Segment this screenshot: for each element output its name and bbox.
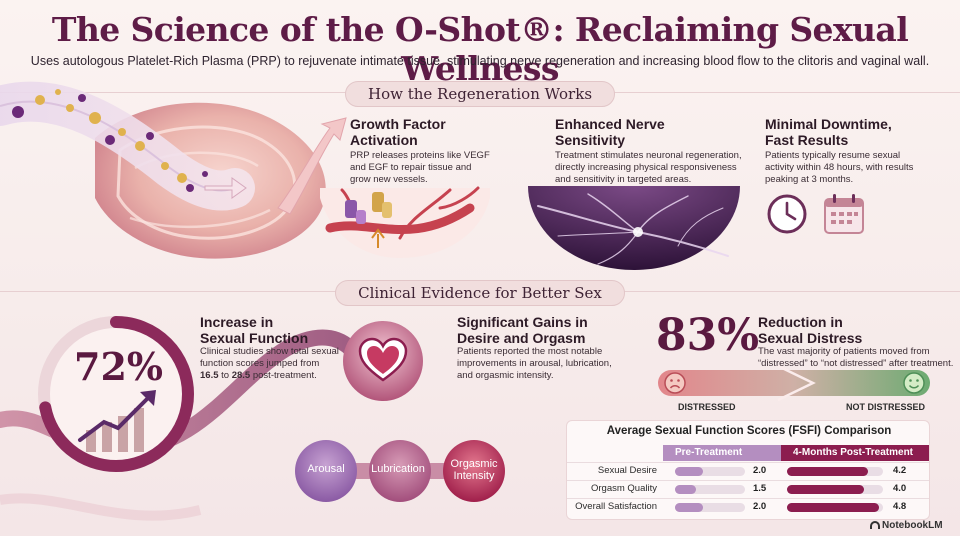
function-score-to: 28.5 <box>231 370 251 381</box>
calendar-icon <box>824 194 864 234</box>
evidence-heading: Clinical Evidence for Better Sex <box>335 280 625 306</box>
regeneration-heading: How the Regeneration Works <box>344 81 616 107</box>
distressed-label: DISTRESSED <box>678 402 736 412</box>
prp-tissue-illustration <box>0 81 490 259</box>
nerve-body-line2: directly increasing physical responsiven… <box>555 162 737 173</box>
not-distressed-label: NOT DISTRESSED <box>846 402 926 412</box>
fsfi-row-label: Orgasm Quality <box>591 483 657 494</box>
downtime-title: Minimal Downtime, Fast Results <box>765 116 892 148</box>
function-to-word: to <box>221 370 230 381</box>
gains-body-line3: and orgasmic intensity. <box>457 370 554 381</box>
function-body: Clinical studies show total sexual funct… <box>200 346 339 382</box>
growth-title-line1: Growth Factor <box>350 116 446 132</box>
distress-body: The vast majority of patients moved from… <box>758 346 953 370</box>
distress-percent: 83% <box>656 310 760 361</box>
distress-title-line1: Reduction in <box>758 314 843 330</box>
fsfi-title: Average Sexual Function Scores (FSFI) Co… <box>606 425 892 437</box>
nerve-title: Enhanced Nerve Sensitivity <box>555 116 665 148</box>
trend-arrow-icon <box>78 394 152 442</box>
pre-bar <box>675 503 703 512</box>
page-title: The Science of the O-Shot®: Reclaiming S… <box>51 10 909 88</box>
fsfi-row-label: Sexual Desire <box>597 465 657 476</box>
post-bar <box>787 467 868 476</box>
function-score-from: 16.5 <box>200 370 219 381</box>
function-progress-ring <box>38 316 194 472</box>
gains-title-line1: Significant Gains in <box>457 314 588 330</box>
notebooklm-brand: NotebookLM <box>870 520 943 531</box>
row-separator <box>567 480 929 481</box>
notebook-logo-icon <box>870 521 880 530</box>
pre-bar-track <box>675 485 745 494</box>
downtime-body-line2: activity within 48 hours, with results <box>765 162 914 173</box>
distress-title-line2: Sexual Distress <box>758 330 863 346</box>
distress-title: Reduction in Sexual Distress <box>758 314 862 346</box>
nerve-body-line3: and sensitivity in targeted areas. <box>555 174 692 185</box>
post-bar <box>787 503 880 512</box>
evidence-heading-banner: Clinical Evidence for Better Sex <box>0 280 960 306</box>
distress-body-line1: The vast majority of patients moved from <box>758 346 930 357</box>
happy-face-icon <box>903 372 925 394</box>
pre-bar <box>675 467 703 476</box>
downtime-body-line3: peaking at 3 months. <box>765 174 854 185</box>
function-title-line1: Increase in <box>200 314 274 330</box>
protein-molecules <box>345 192 392 224</box>
regeneration-heading-banner: How the Regeneration Works <box>0 81 960 107</box>
growth-body: PRP releases proteins like VEGF and EGF … <box>350 150 490 186</box>
downtime-title-line2: Fast Results <box>765 132 849 148</box>
pre-bar-track <box>675 467 745 476</box>
post-value: 4.2 <box>893 465 907 476</box>
function-percent: 72% <box>74 344 163 389</box>
function-title-line2: Sexual Function <box>200 330 309 346</box>
pre-treatment-header: Pre-Treatment <box>663 445 781 461</box>
circle-arousal: Arousal <box>307 463 345 475</box>
downtime-title-line1: Minimal Downtime, <box>765 116 892 132</box>
growth-body-line2: and EGF to repair tissue and <box>350 162 472 173</box>
function-progress-fill <box>38 316 194 472</box>
fsfi-table: Average Sexual Function Scores (FSFI) Co… <box>566 420 930 520</box>
growth-title: Growth Factor Activation <box>350 116 446 148</box>
nerve-body: Treatment stimulates neuronal regenerati… <box>555 150 742 186</box>
fsfi-row-label: Overall Satisfaction <box>575 501 657 512</box>
heart-badge <box>343 321 423 401</box>
brand-text: NotebookLM <box>882 520 943 531</box>
nerve-title-line2: Sensitivity <box>555 132 626 148</box>
pre-bar <box>675 485 696 494</box>
pre-value: 2.0 <box>753 501 767 512</box>
growth-body-line3: grow new vessels. <box>350 174 428 185</box>
function-title: Increase in Sexual Function <box>200 314 308 346</box>
growth-title-line2: Activation <box>350 132 418 148</box>
circle-lubrication: Lubrication <box>371 463 425 475</box>
function-body-line2: function scores jumped from <box>200 358 320 369</box>
circle-orgasmic-intensity: Orgasmic Intensity <box>450 458 498 482</box>
row-separator <box>567 498 929 499</box>
pre-value: 1.5 <box>753 483 767 494</box>
sad-face-icon <box>664 372 686 394</box>
page-subtitle: Uses autologous Platelet-Rich Plasma (PR… <box>30 54 930 68</box>
pre-bar-track <box>675 503 745 512</box>
gains-circles <box>295 440 505 502</box>
distress-arrow-bar <box>658 364 930 402</box>
distress-body-line2: “distressed” to “not distressed” after t… <box>758 358 954 369</box>
gains-title: Significant Gains in Desire and Orgasm <box>457 314 588 346</box>
pre-value: 2.0 <box>753 465 767 476</box>
nerve-illustration <box>528 186 740 270</box>
row-separator <box>567 462 929 463</box>
post-bar <box>787 485 864 494</box>
downtime-body: Patients typically resume sexual activit… <box>765 150 913 186</box>
nerve-body-line1: Treatment stimulates neuronal regenerati… <box>555 150 742 161</box>
gains-body-line1: Patients reported the most notable <box>457 346 603 357</box>
clock-icon <box>767 194 807 234</box>
function-body-line1: Clinical studies show total sexual <box>200 346 339 357</box>
gains-body: Patients reported the most notable impro… <box>457 346 612 382</box>
gains-body-line2: improvements in arousal, lubrication, <box>457 358 612 369</box>
post-value: 4.8 <box>893 501 907 512</box>
downtime-body-line1: Patients typically resume sexual <box>765 150 901 161</box>
function-body-line3: 16.5 to 28.5 post-treatment. <box>200 370 339 382</box>
post-treatment-header: 4-Months Post-Treatment <box>781 445 929 461</box>
nerve-title-line1: Enhanced Nerve <box>555 116 665 132</box>
gains-title-line2: Desire and Orgasm <box>457 330 586 346</box>
function-body-end: post-treatment. <box>252 370 317 381</box>
post-value: 4.0 <box>893 483 907 494</box>
growth-body-line1: PRP releases proteins like VEGF <box>350 150 490 161</box>
